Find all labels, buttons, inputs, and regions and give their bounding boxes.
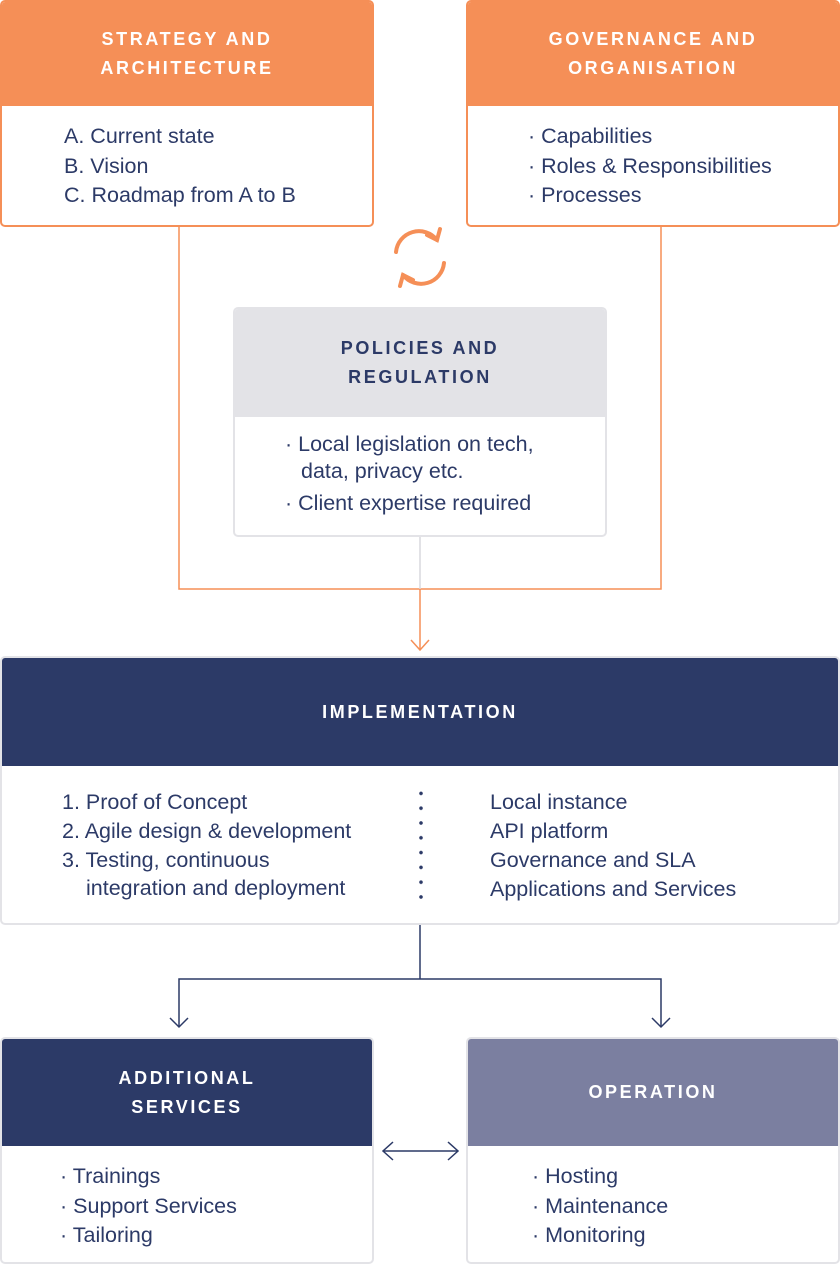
- list-item: 1. Proof of Concept: [62, 790, 248, 814]
- list-item: Support Services: [60, 1192, 372, 1222]
- refresh-cycle-icon: [394, 227, 446, 288]
- implementation-box: IMPLEMENTATION 1. Proof of Concept 2. Ag…: [0, 656, 840, 925]
- list-item: 2. Agile design & development: [62, 819, 352, 843]
- strategy-architecture-box: STRATEGY AND ARCHITECTURE A. Current sta…: [0, 0, 374, 227]
- arrow-down-icon: [410, 589, 430, 652]
- additional-services-box: ADDITIONAL SERVICES Trainings Support Se…: [0, 1037, 374, 1264]
- list-item: integration and deployment: [86, 876, 346, 900]
- governance-list: Capabilities Roles & Responsibilities Pr…: [468, 106, 838, 211]
- governance-organisation-box: GOVERNANCE AND ORGANISATION Capabilities…: [466, 0, 840, 227]
- operation-list: Hosting Maintenance Monitoring: [468, 1146, 838, 1251]
- list-item: Monitoring: [532, 1221, 838, 1251]
- list-item: Tailoring: [60, 1221, 372, 1251]
- governance-organisation-title: GOVERNANCE AND ORGANISATION: [468, 2, 838, 106]
- list-item: Local instance: [490, 790, 628, 814]
- list-item: · Client expertise required: [285, 491, 532, 515]
- implementation-steps-list: 1. Proof of Concept 2. Agile design & de…: [62, 788, 351, 902]
- implementation-components-list: Local instance API platform Governance a…: [490, 788, 736, 904]
- list-item: Processes: [528, 181, 838, 211]
- list-item: B. Vision: [64, 153, 149, 178]
- list-item: A. Current state: [64, 124, 215, 148]
- list-item: C. Roadmap from A to B: [64, 183, 296, 207]
- policies-regulation-box: POLICIES AND REGULATION · Local legislat…: [233, 307, 607, 537]
- implementation-title: IMPLEMENTATION: [2, 658, 838, 766]
- list-item: Trainings: [60, 1162, 372, 1192]
- list-item: Governance and SLA: [490, 848, 696, 872]
- strategy-architecture-title: STRATEGY AND ARCHITECTURE: [2, 2, 372, 106]
- dotted-divider: [419, 786, 423, 904]
- policies-regulation-title: POLICIES AND REGULATION: [235, 309, 605, 417]
- operation-title: OPERATION: [468, 1039, 838, 1146]
- list-item: 3. Testing, continuous: [62, 848, 270, 872]
- double-arrow-icon: [381, 1141, 460, 1161]
- list-item: · Local legislation on tech,: [285, 432, 534, 456]
- policies-list: · Local legislation on tech, data, priva…: [235, 417, 605, 517]
- strategy-list: A. Current state B. Vision C. Roadmap fr…: [2, 106, 372, 211]
- operation-box: OPERATION Hosting Maintenance Monitoring: [466, 1037, 840, 1264]
- list-item: Maintenance: [532, 1192, 838, 1222]
- additional-services-list: Trainings Support Services Tailoring: [2, 1146, 372, 1251]
- list-item: Applications and Services: [490, 877, 737, 901]
- list-item: Roles & Responsibilities: [528, 152, 838, 182]
- list-item: data, privacy etc.: [301, 459, 464, 483]
- additional-services-title: ADDITIONAL SERVICES: [2, 1039, 372, 1146]
- list-item: Capabilities: [528, 122, 838, 152]
- navy-split-connector: [169, 924, 671, 1029]
- list-item: Hosting: [532, 1162, 838, 1192]
- list-item: API platform: [490, 819, 609, 843]
